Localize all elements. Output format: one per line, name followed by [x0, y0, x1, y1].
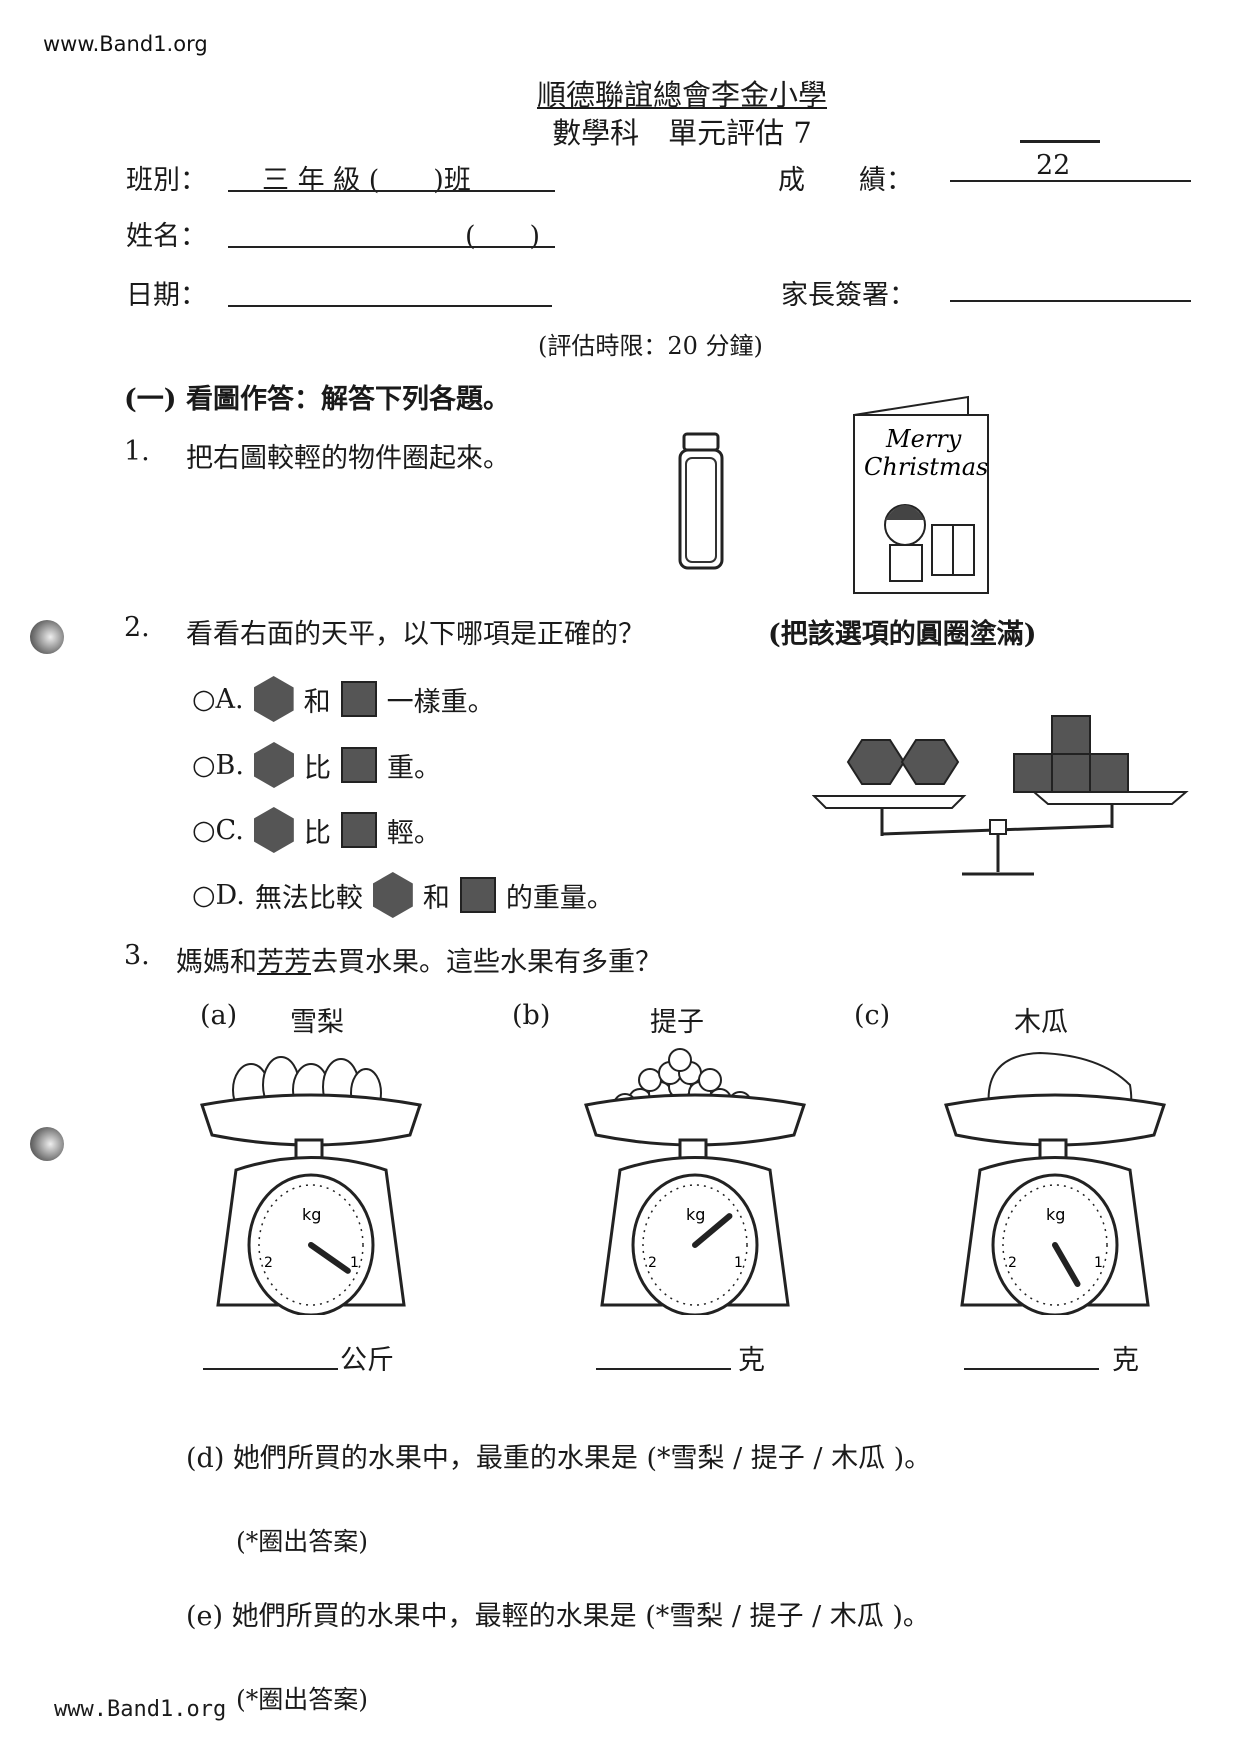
weight-answer-field[interactable]: [964, 1368, 1099, 1370]
option-word: 和: [422, 882, 450, 914]
weight-unit: 克: [1112, 1345, 1139, 1376]
time-limit: (評估時限：20 分鐘): [538, 332, 763, 360]
fruit-tag: (a): [200, 1000, 238, 1031]
name-label: 姓名：: [126, 221, 207, 252]
q2-text: 看看右面的天平，以下哪項是正確的？: [186, 619, 645, 650]
class-label: 班別：: [126, 165, 207, 196]
dial-unit: kg: [302, 1205, 321, 1224]
q3-name: 芳芳: [257, 947, 311, 978]
q3-e-text: (e) 她們所買的水果中，最輕的水果是 (*雪梨 / 提子 / 木瓜 )。: [186, 1601, 930, 1632]
cube-icon: [340, 747, 377, 783]
parent-signature-label: 家長簽署：: [781, 280, 916, 311]
q3-text: 媽媽和芳芳去買水果。這些水果有多重？: [176, 940, 662, 979]
date-label: 日期：: [126, 280, 207, 311]
fruit-name: 雪梨: [290, 1007, 344, 1038]
option-b[interactable]: ○B. 比 重。: [192, 742, 441, 788]
option-word: 和: [303, 686, 331, 718]
svg-text:Christmas: Christmas: [864, 453, 988, 481]
hexagon-icon: [372, 872, 413, 918]
section-heading: (一) 看圖作答：解答下列各題。: [124, 384, 510, 415]
option-a[interactable]: ○A. 和 一樣重。: [192, 676, 495, 722]
svg-text:1: 1: [350, 1255, 359, 1271]
q3-d-text: (d) 她們所買的水果中，最重的水果是 (*雪梨 / 提子 / 木瓜 )。: [186, 1443, 932, 1474]
watermark: www.Band1.org: [54, 1697, 227, 1722]
option-label[interactable]: ○A.: [192, 683, 244, 715]
option-label[interactable]: ○D.: [192, 879, 245, 911]
score-value: 22: [1036, 150, 1071, 181]
fruit-name: 提子: [650, 1007, 704, 1038]
punch-hole: [30, 620, 64, 654]
card-text: Merry: [885, 425, 962, 453]
christmas-card-image[interactable]: Merry Christmas: [850, 395, 995, 597]
score-field[interactable]: [950, 180, 1191, 182]
q3-e-note: (*圈出答案): [236, 1685, 369, 1714]
hexagon-icon: [253, 807, 294, 853]
option-text: 重。: [386, 752, 441, 784]
svg-text:1: 1: [734, 1255, 743, 1271]
dial-unit: kg: [686, 1205, 705, 1224]
option-word: 比: [303, 817, 331, 849]
dial-pointer: [308, 1242, 351, 1274]
cube-icon: [340, 812, 377, 848]
dial-pointer: [692, 1213, 733, 1248]
weight-answer-field[interactable]: [203, 1368, 338, 1370]
watermark: www.Band1.org: [43, 32, 208, 56]
q2-number: 2.: [124, 612, 150, 643]
hexagon-icon: [253, 742, 294, 788]
score-total-line: [1020, 140, 1100, 143]
option-d[interactable]: ○D. 無法比較 和 的重量。: [192, 872, 614, 918]
balance-scale-image: [812, 715, 1189, 876]
dial-unit: kg: [1046, 1205, 1065, 1224]
school-name: 順德聯誼總會李金小學: [536, 78, 827, 112]
option-text: 無法比較: [254, 882, 363, 914]
date-field[interactable]: [228, 305, 552, 307]
option-label[interactable]: ○C.: [192, 814, 244, 846]
q2-hint: (把該選項的圓圈塗滿): [768, 619, 1037, 650]
fruit-name: 木瓜: [1014, 1007, 1068, 1038]
weight-unit: 公斤: [340, 1345, 394, 1376]
q1-text: 把右圖較輕的物件圈起來。: [186, 443, 510, 474]
option-label[interactable]: ○B.: [192, 749, 244, 781]
subject-title: 數學科 單元評估 7: [552, 116, 812, 150]
cube-icon: [340, 681, 377, 717]
name-field[interactable]: [228, 246, 555, 248]
score-label: 成 績：: [778, 165, 913, 196]
option-text: 一樣重。: [386, 686, 495, 718]
hexagon-icon: [253, 676, 294, 722]
svg-text:1: 1: [1094, 1255, 1103, 1271]
fruit-tag: (b): [512, 1000, 551, 1031]
option-c[interactable]: ○C. 比 輕。: [192, 807, 441, 853]
dial-pointer: [1052, 1242, 1081, 1287]
class-field[interactable]: [228, 190, 555, 192]
weight-answer-field[interactable]: [596, 1368, 731, 1370]
weight-unit: 克: [738, 1345, 765, 1376]
svg-text:2: 2: [1008, 1255, 1017, 1271]
cube-icon: [459, 877, 496, 913]
q3-text-b: 去買水果。這些水果有多重？: [311, 947, 662, 978]
q3-text-a: 媽媽和: [176, 947, 257, 978]
punch-hole: [30, 1127, 64, 1161]
option-text: 輕。: [386, 817, 441, 849]
option-word: 比: [303, 752, 331, 784]
bottle-image[interactable]: [676, 430, 728, 575]
q3-number: 3.: [124, 940, 150, 971]
fruit-tag: (c): [854, 1000, 891, 1031]
option-text: 的重量。: [505, 882, 614, 914]
parent-signature-field[interactable]: [950, 300, 1191, 302]
kitchen-scale-image: kg 2 1: [200, 1056, 422, 1315]
svg-text:2: 2: [648, 1255, 657, 1271]
kitchen-scale-image: kg 2 1: [584, 1048, 806, 1315]
q1-number: 1.: [124, 436, 150, 467]
kitchen-scale-image: kg 2 1: [944, 1051, 1166, 1315]
q3-d-note: (*圈出答案): [236, 1527, 369, 1556]
svg-text:2: 2: [264, 1255, 273, 1271]
